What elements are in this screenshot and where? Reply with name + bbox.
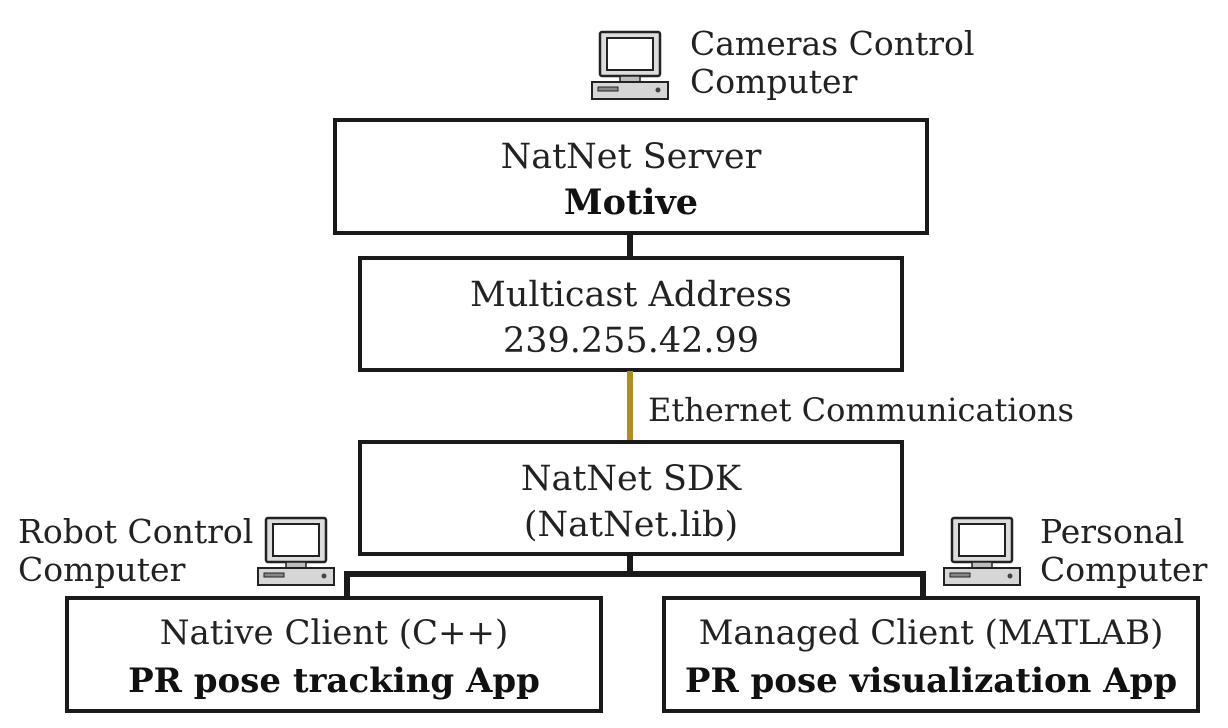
natnet-server-title: NatNet Server (500, 137, 762, 177)
cameras-computer-label-line2: Computer (690, 62, 858, 101)
branch-horizontal-bar (344, 571, 926, 577)
cameras-computer-icon (590, 30, 670, 102)
multicast-address-box: Multicast Address 239.255.42.99 (358, 256, 904, 372)
native-client-title: Native Client (C++) (159, 613, 509, 653)
ethernet-link (627, 371, 633, 442)
personal-computer-label-line1: Personal (1040, 512, 1185, 551)
multicast-address-title: Multicast Address (470, 275, 792, 315)
natnet-server-box: NatNet Server Motive (333, 118, 929, 235)
robot-computer-label-line1: Robot Control (18, 512, 254, 551)
cameras-computer-label-line1: Cameras Control (690, 24, 975, 63)
branch-right-drop (920, 571, 926, 598)
robot-computer-icon (256, 516, 336, 588)
natnet-server-subtitle: Motive (563, 182, 699, 223)
native-client-subtitle: PR pose tracking App (128, 661, 540, 701)
ethernet-communications-label: Ethernet Communications (648, 391, 1074, 429)
personal-computer-icon (942, 516, 1022, 588)
multicast-address-value: 239.255.42.99 (502, 321, 760, 361)
sdk-branch-stem (627, 555, 633, 575)
natnet-sdk-box: NatNet SDK (NatNet.lib) (358, 440, 904, 556)
native-client-box: Native Client (C++) PR pose tracking App (65, 596, 603, 713)
branch-left-drop (344, 571, 350, 598)
personal-computer-label-line2: Computer (1040, 550, 1208, 589)
server-multicast-connector (627, 234, 633, 258)
managed-client-box: Managed Client (MATLAB) PR pose visualiz… (662, 596, 1200, 713)
robot-computer-label-line2: Computer (18, 550, 186, 589)
managed-client-subtitle: PR pose visualization App (684, 661, 1178, 701)
managed-client-title: Managed Client (MATLAB) (698, 613, 1164, 653)
natnet-sdk-subtitle: (NatNet.lib) (523, 505, 739, 545)
natnet-sdk-title: NatNet SDK (520, 459, 742, 499)
